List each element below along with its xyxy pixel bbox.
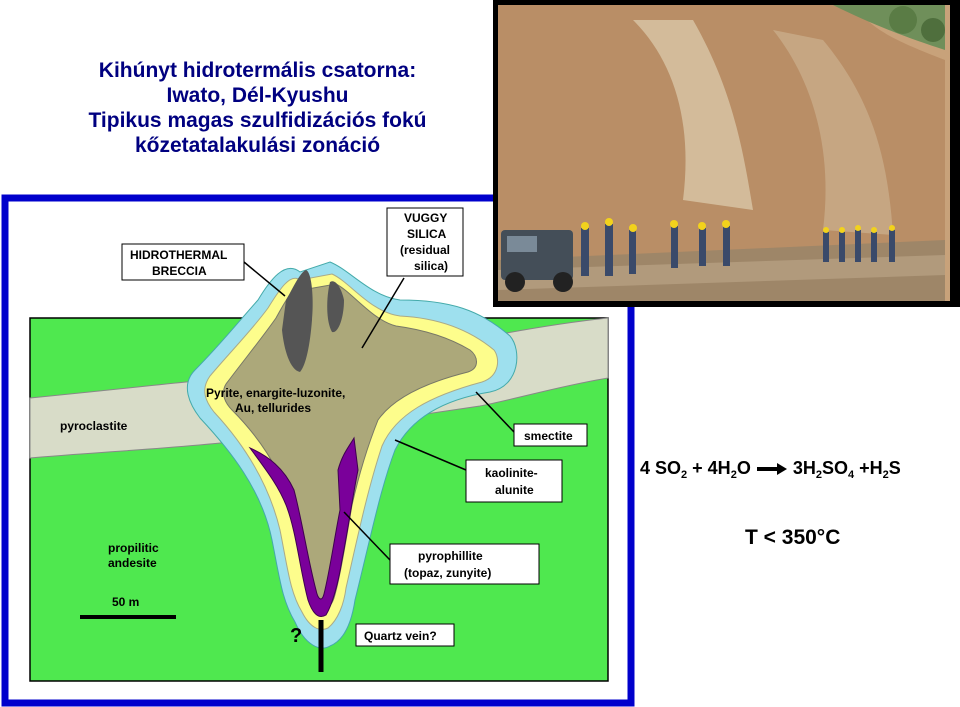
propilitic-label-line1: propilitic [108,541,159,555]
outcrop-photo [493,0,960,307]
smectite-label: smectite [524,429,573,443]
smectite-label-box [513,423,588,447]
eq-rhs-h: 3H [792,458,816,478]
eq-lhs-o: O [736,458,751,478]
eq-sub: 2 [815,469,822,481]
pyrophillite-label-line2: (topaz, zunyite) [404,566,491,580]
pyrite-label-line1: Pyrite, enargite-luzonite, [206,386,345,400]
pyrite-label-line2: Au, tellurides [235,401,311,415]
eq-rhs-so: SO [821,458,848,478]
eq-rhs-s: S [888,458,901,478]
truck-icon [501,230,573,292]
eq-lhs-so: 4 SO [640,458,682,478]
scale-label: 50 m [112,595,139,609]
vuggy-label-line1: VUGGY [404,211,447,225]
kaolinite-label-line2: alunite [495,483,534,497]
breccia-body-left [282,270,313,372]
vuggy-label-line3: (residual [400,243,450,257]
pyrophillite-label-line1: pyrophillite [418,549,483,563]
eq-sub: 2 [730,469,737,481]
title-line-4: kőzetatalakulási zonáció [134,134,381,157]
kaolinite-label-line1: kaolinite- [485,466,538,480]
quartz-vein-label-box [355,623,455,647]
breccia-leader [243,261,286,297]
breccia-label-box [121,243,245,281]
title-line-2: Iwato, Dél-Kyushu [166,84,349,107]
vuggy-label-line2: SILICA [407,227,447,241]
vuggy-label-line4: silica) [414,259,448,273]
kaolinite-leader [394,439,467,471]
question-mark: ? [290,625,302,647]
pyroclastite-label: pyroclastite [60,419,128,433]
quartz-vein-label: Quartz vein? [364,629,437,643]
temperature-condition: T < 350°C [745,526,841,549]
eq-sub: 4 [847,469,855,481]
breccia-body-right [327,281,344,333]
reaction-arrow-icon [756,463,787,476]
vuggy-leader [361,277,405,349]
slide-title: Kihúnyt hidrotermális csatorna: Iwato, D… [20,58,495,158]
title-line-3: Tipikus magas szulfidizációs fokú [88,109,427,132]
eq-sub: 2 [681,469,688,481]
eq-sub: 2 [882,469,889,481]
geologists-group [581,224,895,276]
breccia-label-line2: BRECCIA [152,264,207,278]
eq-rhs-plus-h: +H [854,458,883,478]
smectite-leader [475,391,515,433]
pyrophillite-leader [343,511,391,561]
eq-plus-h: + 4H [687,458,731,478]
vuggy-label-box [386,207,464,277]
breccia-label-line1: HIDROTHERMAL [130,248,227,262]
propilitic-label-line2: andesite [108,556,157,570]
title-line-1: Kihúnyt hidrotermális csatorna: [98,59,417,82]
kaolinite-label-box [465,459,563,503]
pyrophillite-label-box [389,543,540,585]
pyrophyllite-zone [248,436,359,617]
